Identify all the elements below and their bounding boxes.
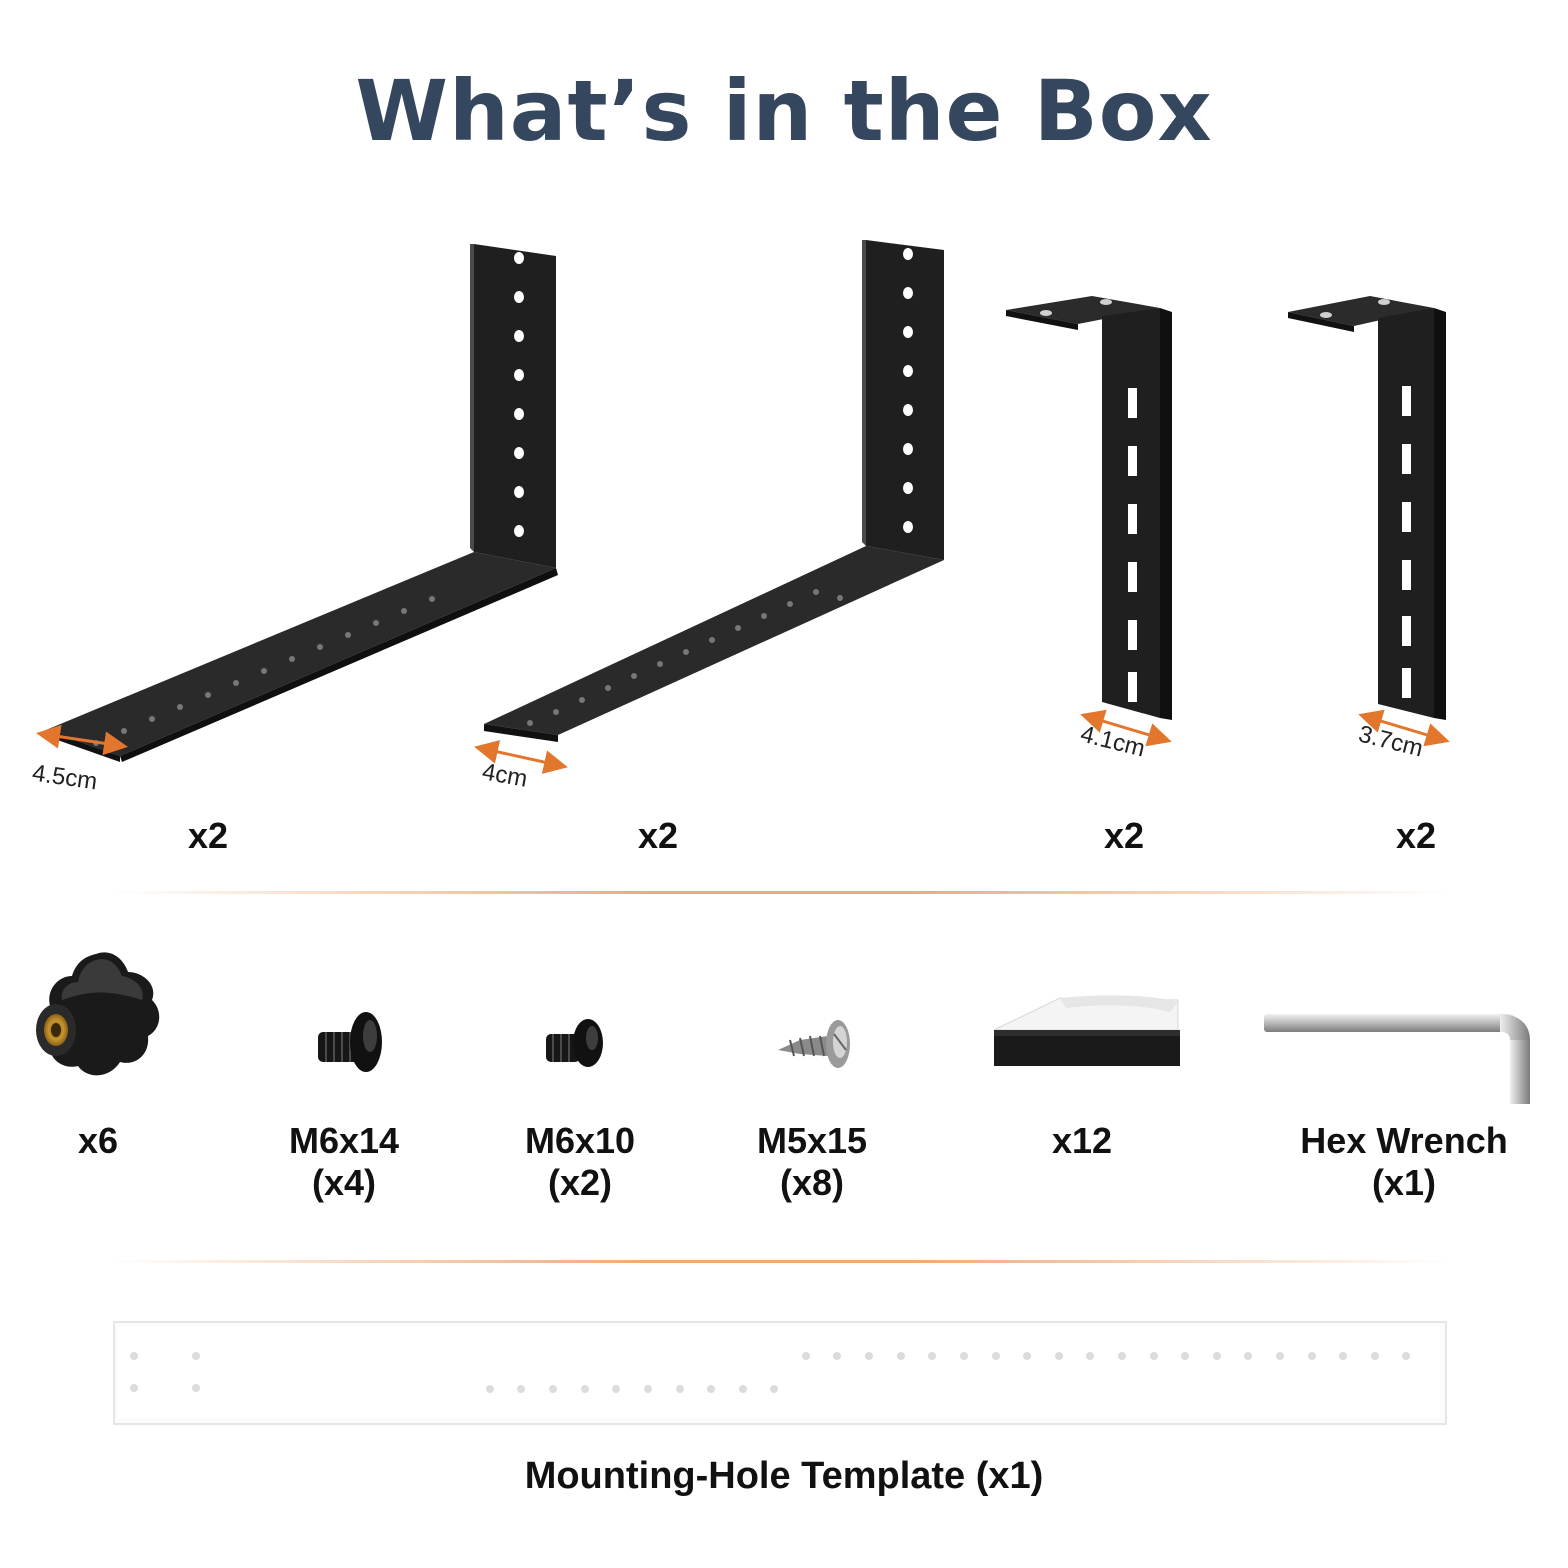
hex-wrench-icon — [1264, 1014, 1530, 1104]
bracket-3-qty: x2 — [1103, 815, 1145, 856]
star-knob-icon — [36, 952, 160, 1076]
foam-pad-icon — [993, 995, 1180, 1066]
slotted-hanger-bracket-1 — [1006, 296, 1172, 720]
screw-m5x15-icon — [778, 1020, 850, 1068]
section-divider-2 — [110, 1260, 1450, 1263]
slotted-hanger-bracket-2 — [1288, 296, 1446, 720]
long-l-bracket-1 — [46, 244, 558, 762]
bracket-4-qty: x2 — [1395, 815, 1437, 856]
bracket-1-qty: x2 — [187, 815, 229, 856]
template-caption: Mounting-Hole Template (x1) — [524, 1455, 1044, 1497]
long-l-bracket-2 — [484, 240, 944, 742]
hardware-foam-pad-label: x12 — [1051, 1120, 1113, 1161]
hardware-m6x14-label: M6x14 (x4) — [288, 1120, 400, 1203]
bolt-m6x14-icon — [318, 1012, 382, 1072]
hardware-m6x10-label: M6x10 (x2) — [524, 1120, 636, 1203]
hardware-knob-label: x6 — [77, 1120, 119, 1161]
bolt-m6x10-icon — [546, 1019, 603, 1067]
page-title: What’s in the Box — [355, 62, 1213, 160]
hardware-hex-wrench-label: Hex Wrench (x1) — [1300, 1120, 1508, 1203]
section-divider-1 — [110, 891, 1450, 894]
mounting-hole-template-strip — [113, 1321, 1447, 1425]
hardware-m5x15-label: M5x15 (x8) — [756, 1120, 868, 1203]
bracket-2-qty: x2 — [637, 815, 679, 856]
